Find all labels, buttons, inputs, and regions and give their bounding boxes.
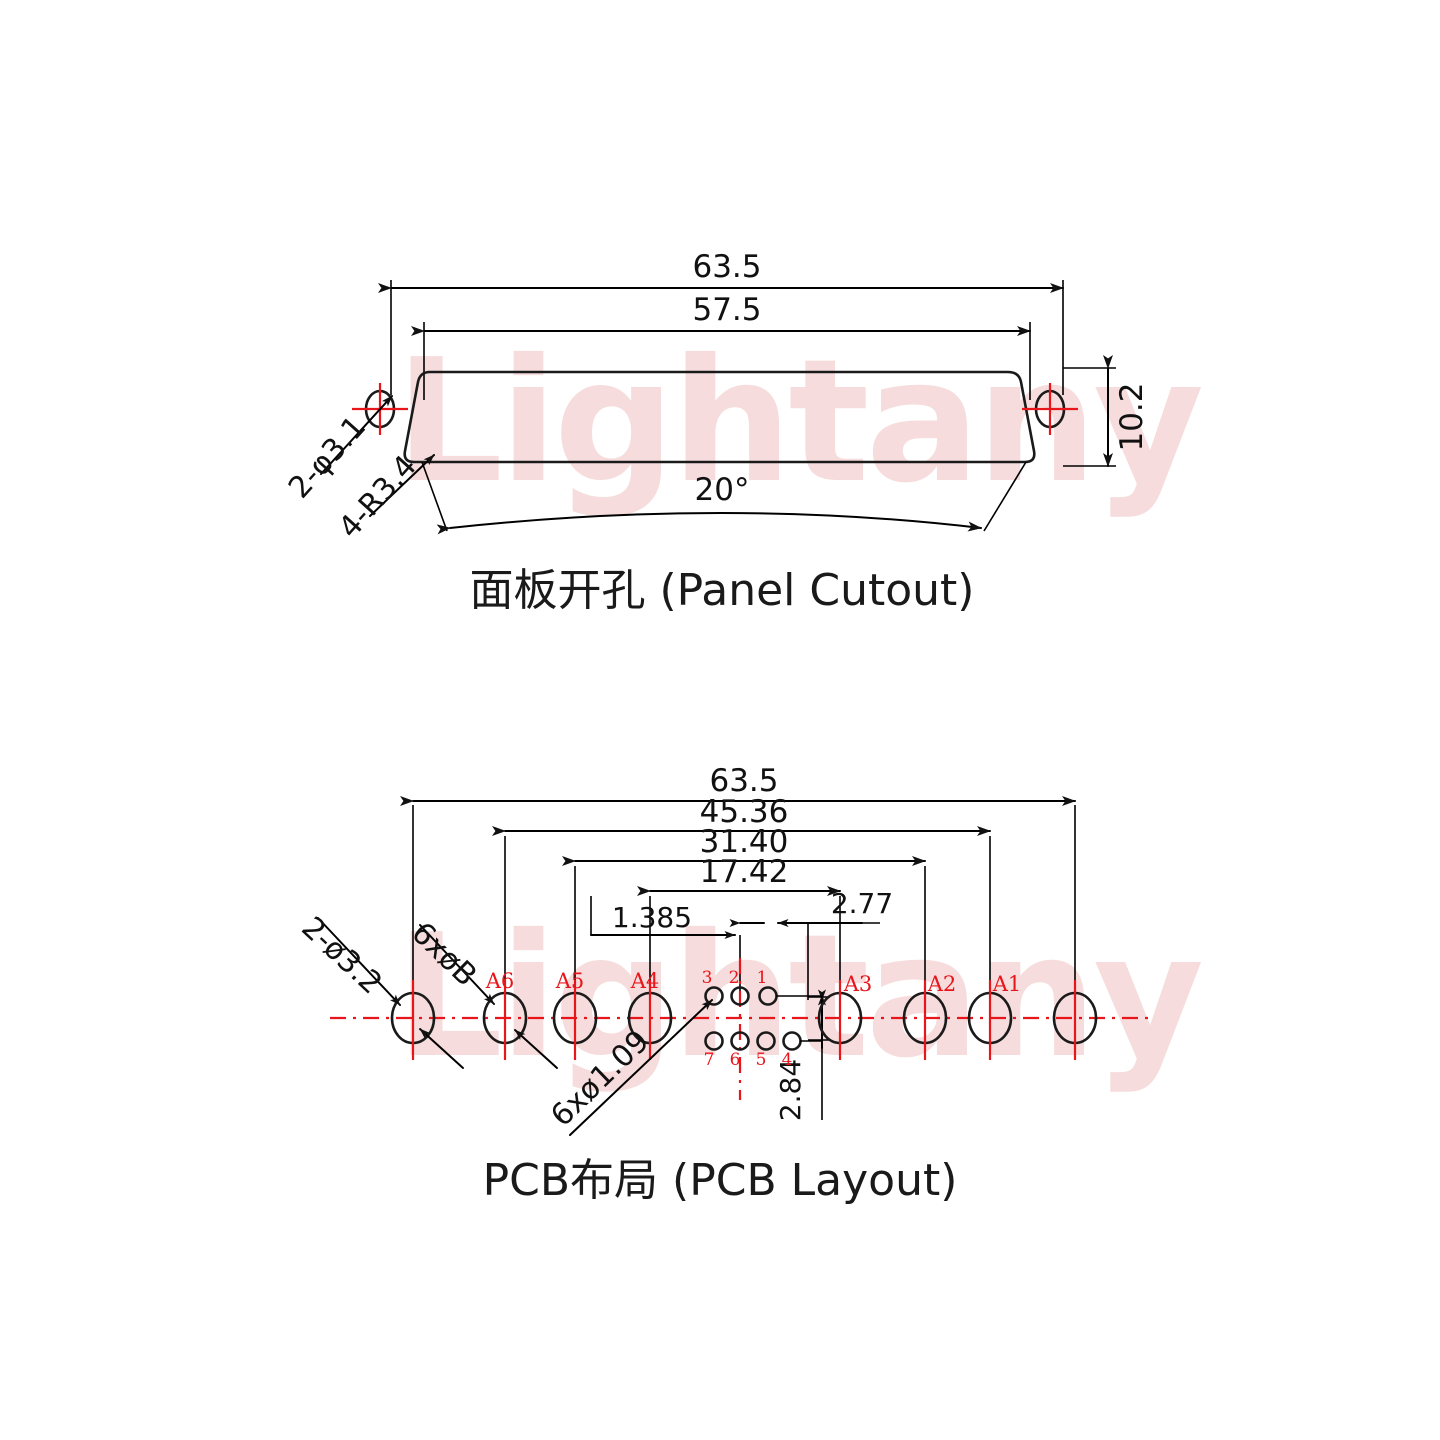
dim-pcb-overall-width: 63.5 [400,763,1076,985]
pcb-signal-hole-3: 3 [702,968,724,1006]
pcb-power-hole-a4: A4 [627,969,673,1060]
pcb-power-hole-a5: A5 [552,969,598,1060]
dim-value-panel-cutout: 57.5 [692,292,761,328]
pin-label-a2: A2 [927,972,957,996]
pcb-mount-hole-right [1052,980,1098,1060]
pcb-mount-hole-left [390,980,436,1060]
dim-value-panel-angle: 20° [695,472,750,508]
pcb-signal-hole-7: 7 [704,1031,724,1070]
dim-pcb-span-c: 17.42 [637,854,841,985]
pin-number-3: 3 [702,968,713,988]
dim-value-pcb-span-b: 31.40 [700,824,789,860]
pcb-power-hole-a2: A2 [902,972,957,1060]
dim-panel-overall-width: 63.5 [378,249,1064,395]
dim-value-pcb-row-pitch: 2.84 [774,1059,807,1121]
panel-cutout-caption: 面板开孔 (Panel Cutout) [470,565,975,616]
pin-number-1: 1 [757,968,768,988]
watermark-panel: Lightany [395,323,1205,521]
dim-value-panel-height: 10.2 [1114,382,1150,451]
pin-label-a1: A1 [992,972,1022,996]
dim-pcb-span-b: 31.40 [562,824,926,985]
pcb-layout-view: 63.5 45.36 31.40 17.42 1.385 [295,763,1155,1206]
dim-value-pcb-span-c: 17.42 [700,854,789,890]
pin-label-a6: A6 [485,969,515,993]
pcb-signal-hole-4: 4 [782,1031,822,1070]
dim-pcb-span-a: 45.36 [492,794,991,985]
pin-label-a3: A3 [843,972,873,996]
watermark-pcb: Lightany [395,898,1205,1096]
dim-value-pcb-offset-mid: 2.77 [831,887,893,920]
dim-value-panel-overall: 63.5 [692,249,761,285]
dim-value-pcb-offset-small: 1.385 [612,901,692,934]
pcb-signal-hole-5: 5 [756,1031,776,1070]
dim-panel-angle: 20° [421,461,1027,535]
watermark-text-bottom: Lightany [395,898,1201,1096]
watermark-text-top: Lightany [395,323,1201,521]
pcb-power-hole-a3: A3 [817,972,873,1060]
pin-number-6: 6 [730,1050,741,1070]
pcb-signal-hole-6: 6 [730,1031,750,1070]
panel-mount-hole-right [1022,383,1078,435]
dim-value-pcb-span-a: 45.36 [700,794,789,830]
dim-value-pcb-overall: 63.5 [709,763,778,799]
pin-label-a4: A4 [630,969,660,993]
pin-number-4: 4 [782,1050,793,1070]
pin-number-2: 2 [729,968,740,988]
callout-text-pcb-mount-holes: 2-ø3.2 [295,910,389,1001]
pin-number-7: 7 [704,1050,715,1070]
pcb-power-hole-a1: A1 [967,972,1022,1060]
panel-cutout-outline [403,370,1036,464]
pcb-signal-hole-1: 1 [757,968,822,1006]
dim-panel-height: 10.2 [1063,355,1150,467]
dim-panel-cutout-width: 57.5 [411,292,1031,400]
pin-number-5: 5 [756,1050,767,1070]
pcb-power-hole-a6: A6 [482,969,528,1060]
pcb-layout-caption: PCB布局 (PCB Layout) [483,1155,958,1206]
pcb-signal-hole-2: 2 [729,968,750,1006]
dim-pcb-offset-mid: 2.77 [729,887,893,1000]
pin-label-a5: A5 [555,969,585,993]
